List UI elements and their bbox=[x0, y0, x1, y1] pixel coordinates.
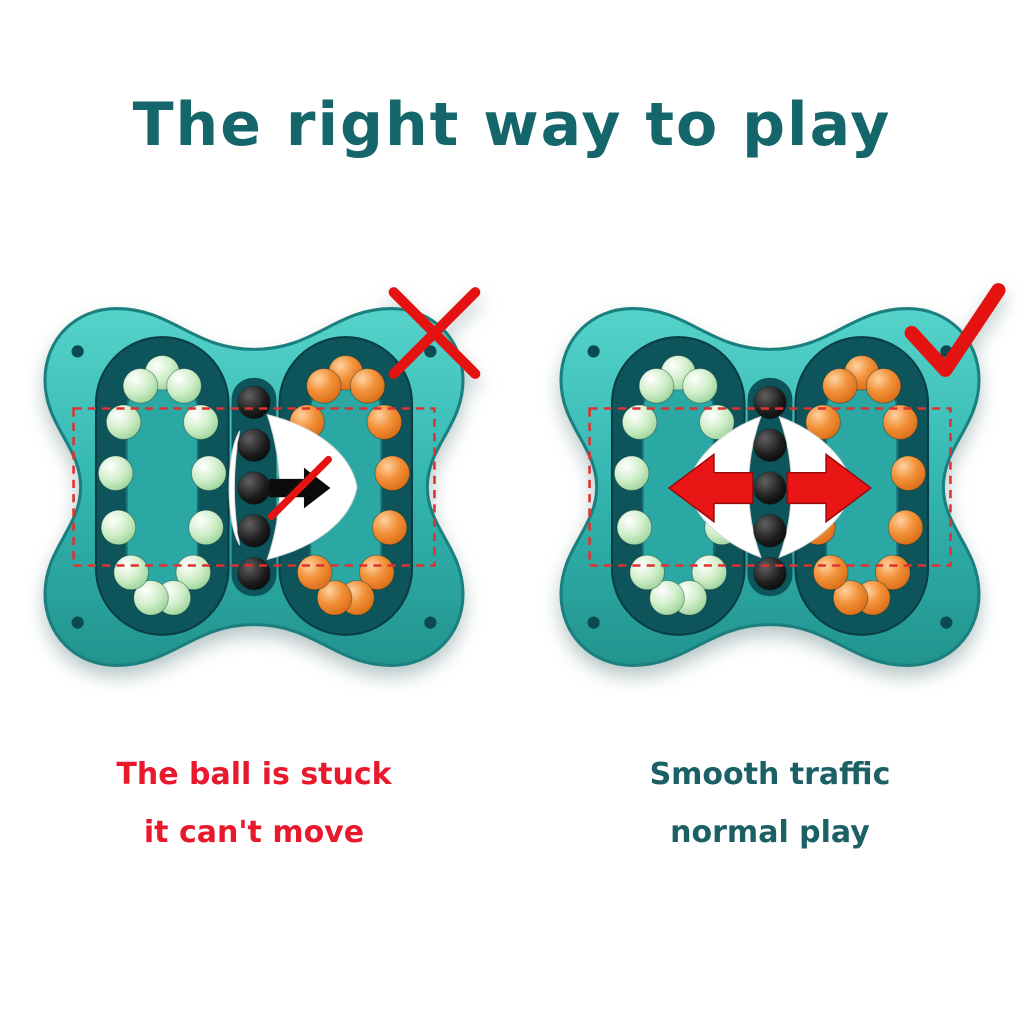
x-mark-icon bbox=[388, 287, 481, 379]
screws bbox=[587, 345, 953, 629]
caption-line: The ball is stuck bbox=[116, 757, 392, 792]
screws bbox=[71, 345, 437, 629]
page-title: The right way to play bbox=[132, 90, 892, 160]
puzzle-toy-stuck bbox=[43, 287, 481, 667]
panel-right: Smooth traffic normal play bbox=[524, 278, 1016, 862]
caption-line: it can't move bbox=[143, 815, 365, 850]
arrow-right-icon bbox=[786, 452, 873, 524]
panel-wrong: The ball is stuck it can't move bbox=[8, 278, 500, 862]
caption-right: Smooth traffic normal play bbox=[650, 746, 891, 862]
caption-wrong: The ball is stuck it can't move bbox=[116, 746, 391, 862]
caption-line: normal play bbox=[670, 815, 870, 850]
caption-line: Smooth traffic bbox=[649, 757, 891, 792]
check-mark-icon bbox=[904, 283, 1006, 377]
black-bead-column bbox=[753, 385, 787, 591]
comparison-panels: The ball is stuck it can't move bbox=[0, 278, 1024, 862]
puzzle-toy-flow bbox=[559, 283, 1006, 667]
green-bead-ring bbox=[97, 354, 227, 616]
arrow-left-icon bbox=[667, 452, 754, 524]
rotation-guide-dashes bbox=[72, 407, 436, 567]
stuck-arrow bbox=[267, 455, 332, 521]
no-slash-icon bbox=[267, 455, 332, 521]
rotation-guide-dashes bbox=[588, 407, 952, 567]
flow-arrows bbox=[667, 452, 873, 524]
